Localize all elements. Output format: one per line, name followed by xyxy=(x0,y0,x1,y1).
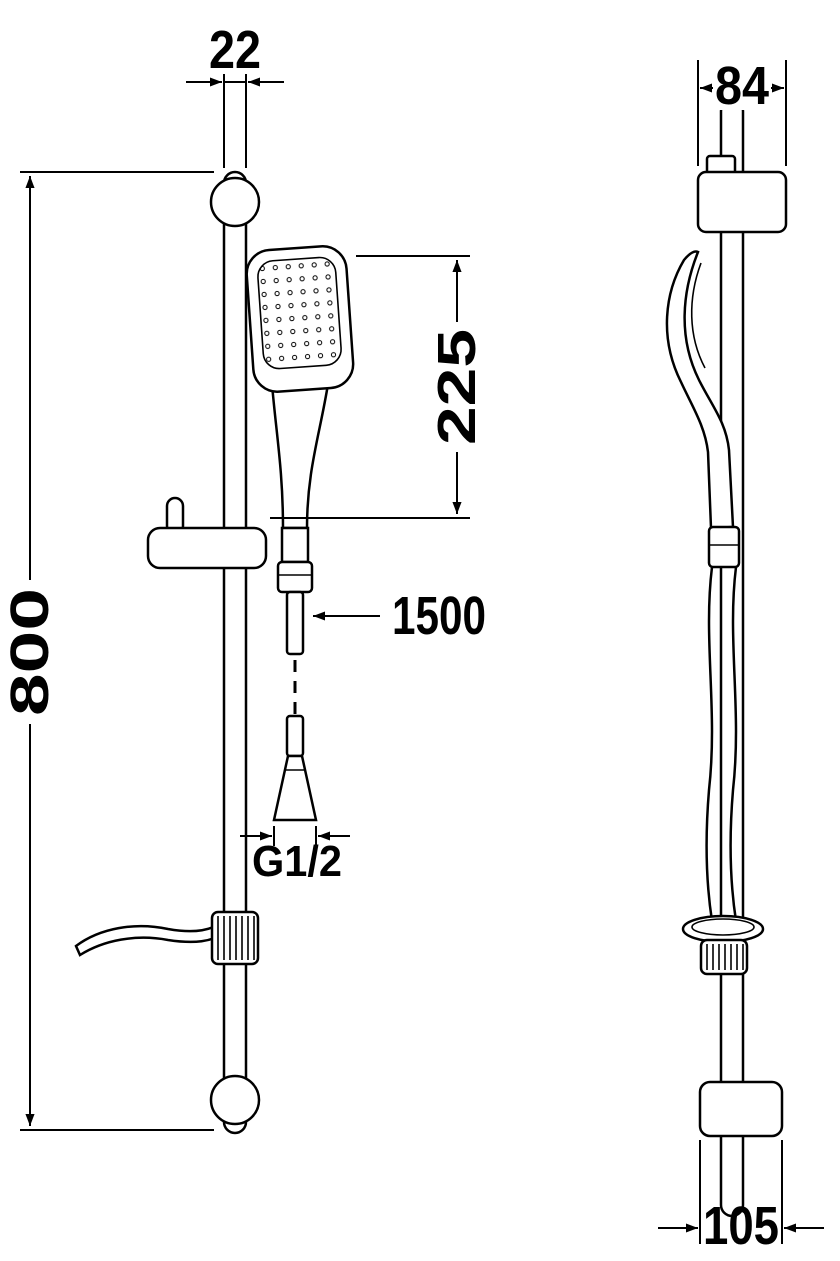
front-view xyxy=(74,170,355,1135)
dimension-bar-height: 800 xyxy=(0,171,214,1131)
dim-label-bar-width: 22 xyxy=(209,20,261,80)
dimension-handshower-length: 225 xyxy=(270,255,487,519)
side-hose-left-edge xyxy=(705,566,714,922)
dimension-bar-width: 22 xyxy=(186,20,284,168)
dim-label-thread-size: G1/2 xyxy=(252,837,342,886)
front-hose-cone-connector xyxy=(272,754,318,822)
front-hose-upper xyxy=(285,590,305,656)
side-soap-dish xyxy=(681,914,765,944)
front-handshower-head xyxy=(245,245,355,393)
front-bottom-slider-knob xyxy=(209,1074,261,1126)
side-view xyxy=(665,98,788,1218)
front-soap-dish-collar xyxy=(210,910,260,966)
side-handshower-profile xyxy=(665,250,735,530)
dim-label-top-bracket-width: 84 xyxy=(715,56,769,116)
side-bottom-wall-bracket xyxy=(698,1080,784,1138)
side-top-wall-bracket xyxy=(696,170,788,234)
handshower-spray-face xyxy=(257,256,342,370)
front-handle-connector xyxy=(280,526,310,564)
detail-line xyxy=(691,918,755,936)
dim-label-bar-height: 800 xyxy=(0,588,60,716)
front-collar-ribs xyxy=(217,916,255,960)
side-slide-bar xyxy=(719,98,745,1218)
front-hose-nut xyxy=(276,560,314,594)
dimension-thread-size: G1/2 xyxy=(240,826,350,886)
dim-label-handshower-length: 225 xyxy=(427,329,487,445)
side-hose-nut xyxy=(707,525,741,569)
dim-label-hose-length: 1500 xyxy=(392,586,486,646)
side-collar-ribs xyxy=(706,944,744,970)
dimension-hose-length: 1500 xyxy=(313,586,486,646)
front-handshower-handle xyxy=(270,382,330,530)
detail-line xyxy=(690,262,706,369)
label-mask xyxy=(435,322,479,452)
front-holder-clamp xyxy=(146,526,268,570)
side-hose-right-edge xyxy=(729,566,738,922)
front-soap-dish xyxy=(74,918,228,957)
dimension-top-bracket-width: 84 xyxy=(697,56,787,166)
label-mask xyxy=(8,580,52,724)
dim-label-bottom-bracket-depth: 105 xyxy=(703,1196,779,1256)
side-soap-dish-collar xyxy=(699,938,749,976)
label-mask xyxy=(713,60,771,110)
dimension-bottom-bracket-depth: 105 xyxy=(658,1140,824,1256)
front-top-slider-knob xyxy=(209,176,261,228)
front-slide-bar xyxy=(222,170,248,1135)
front-hose-lower xyxy=(285,714,305,758)
dimensions: 22 800 225 1500 G1/2 xyxy=(0,20,824,1256)
